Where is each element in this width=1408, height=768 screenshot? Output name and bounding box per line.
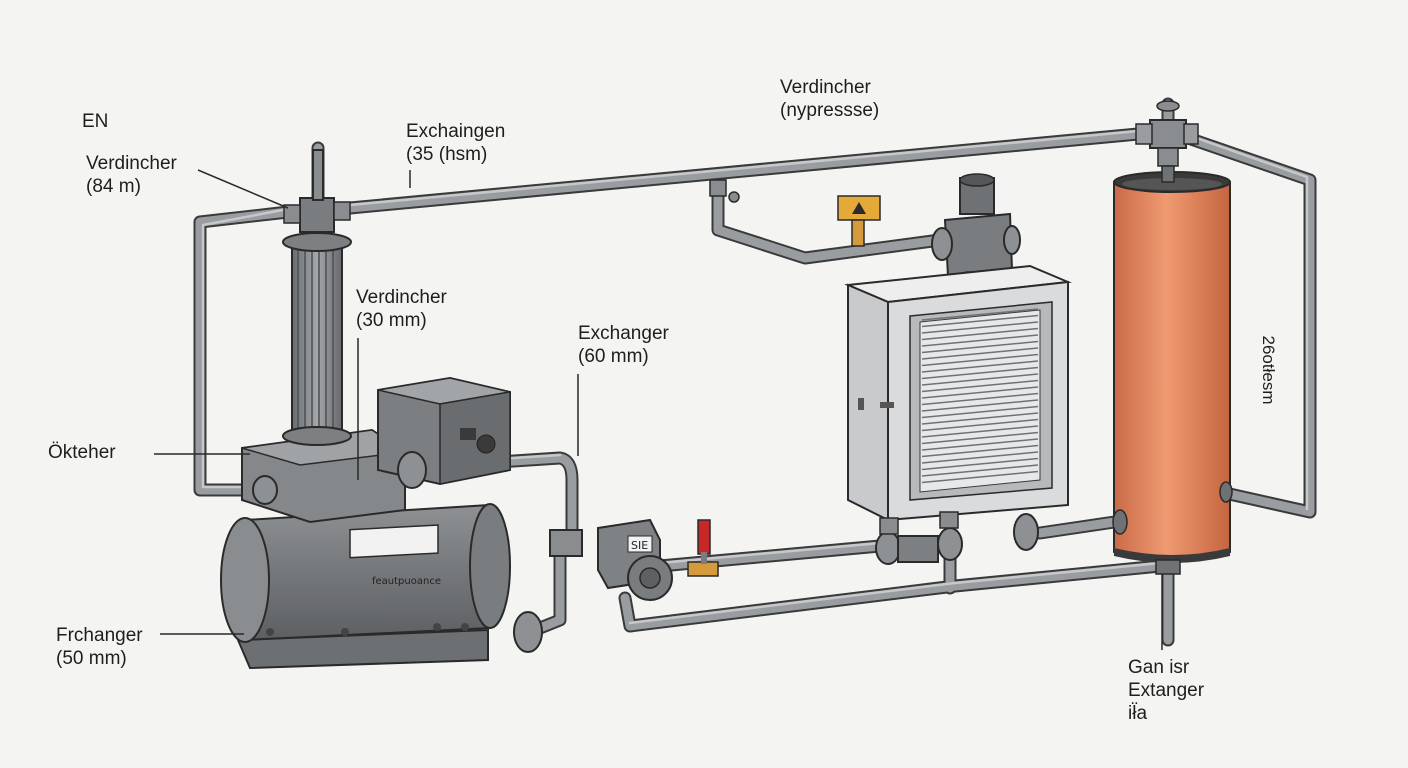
cabinet-fin: [921, 425, 1039, 438]
cabinet-fin: [921, 340, 1039, 354]
label-line: Gan isr: [1128, 657, 1190, 678]
cabinet-fin: [921, 392, 1039, 406]
label-oktcheher: Ökteher: [48, 441, 116, 464]
cabinet-fin: [921, 360, 1039, 373]
control-box-tag: SIE: [631, 539, 648, 552]
label-line: Verdincher: [356, 287, 447, 308]
cabinet-fin: [921, 399, 1039, 412]
label-line: (30 mm): [356, 310, 427, 331]
label-exchanger-middle: Exchanger (60 mm): [578, 322, 669, 368]
cabinet-fin: [921, 321, 1039, 334]
label-line: (35 (hsm): [406, 144, 488, 165]
cabinet-fin: [921, 386, 1039, 399]
cabinet-fin: [921, 412, 1039, 425]
label-vertical-tank: 26otłesm: [1259, 335, 1278, 405]
cabinet-fin: [921, 347, 1039, 360]
cabinet-fin: [921, 327, 1039, 341]
label-line: (50 mm): [56, 648, 127, 669]
cabinet-fin: [921, 366, 1039, 380]
tank-nameplate-text: feautpuoance: [372, 576, 441, 587]
left-exchanger-unit: feautpuoance: [220, 149, 583, 670]
cabinet-fin: [921, 451, 1039, 464]
label-verdincher-top-left: Verdincher (84 m): [86, 152, 177, 198]
upper-branch-valves: [709, 173, 1021, 287]
label-line: Verdincher: [780, 77, 871, 98]
label-line: Ökteher: [48, 442, 116, 463]
label-verdincher-top-right: Verdincher (nypressse): [780, 76, 879, 122]
cabinet-fin: [921, 314, 1039, 328]
cabinet-fin: [921, 438, 1039, 451]
label-line: (84 m): [86, 176, 141, 197]
vertical-tank: [1112, 100, 1233, 575]
cabinet-fin: [921, 464, 1039, 477]
label-frchanger-bottom-left: Frchanger (50 mm): [56, 624, 143, 670]
cabinet-fin: [921, 457, 1039, 471]
cabinet-fin: [921, 431, 1039, 445]
label-line: ił̈a: [1128, 703, 1148, 724]
label-line: Exchaingen: [406, 121, 506, 142]
cabinet-fin: [921, 405, 1039, 419]
cabinet-fin: [921, 353, 1039, 367]
cabinet-fin: [921, 470, 1039, 484]
leader-lines: [154, 169, 1163, 650]
label-line: (60 mm): [578, 346, 649, 367]
label-verdincher-middle: Verdincher (30 mm): [356, 286, 447, 332]
label-exchaingen-top: Exchaingen (35 (hsm): [406, 120, 505, 166]
cabinet-fin: [921, 373, 1039, 386]
cabinet-fin: [921, 379, 1039, 393]
label-line: Extanger: [1128, 680, 1205, 701]
cabinet-fin: [921, 308, 1039, 321]
label-line: Verdincher: [86, 153, 177, 174]
label-line: Frchanger: [56, 625, 143, 646]
pump-assembly: SIE: [597, 513, 1039, 601]
cabinet-fin: [921, 444, 1039, 458]
label-line: (nypressse): [780, 100, 880, 121]
plate-exchanger-cabinet: [844, 264, 1072, 535]
label-gan-isr-bottom-right: Gan isr Extanger ił̈a: [1128, 656, 1204, 725]
cabinet-fin: [921, 334, 1039, 347]
cabinet-fin: [921, 418, 1039, 432]
corner-label: EN: [82, 111, 109, 132]
label-line: Exchanger: [578, 323, 669, 344]
